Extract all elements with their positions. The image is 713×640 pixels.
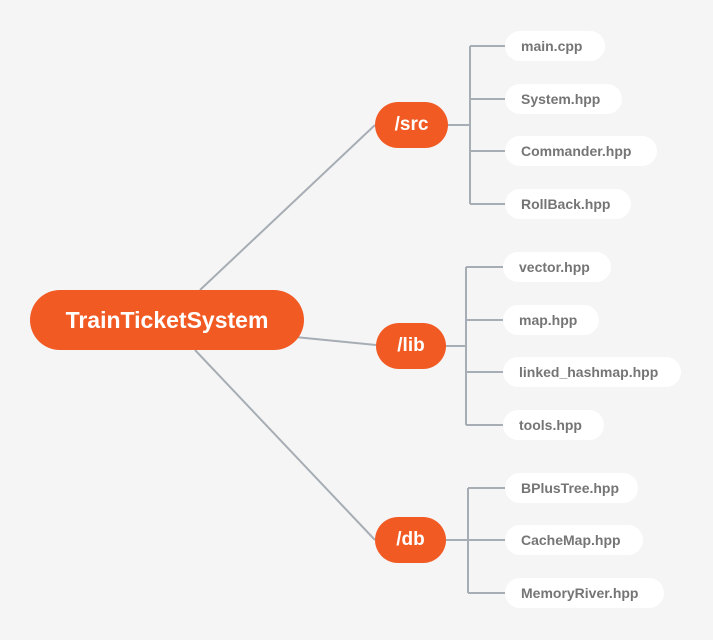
folder-node-db[interactable]: /db	[375, 517, 446, 563]
file-node-cachemap-hpp[interactable]: CacheMap.hpp	[505, 525, 643, 555]
file-node-vector-hpp[interactable]: vector.hpp	[503, 252, 611, 282]
file-node-map-hpp[interactable]: map.hpp	[503, 305, 599, 335]
file-node-memoryriver-hpp[interactable]: MemoryRiver.hpp	[505, 578, 664, 608]
bracket-db	[446, 487, 505, 594]
root-node[interactable]: TrainTicketSystem	[30, 290, 304, 350]
bracket-src	[448, 45, 505, 205]
file-node-tools-hpp[interactable]: tools.hpp	[503, 410, 604, 440]
edge-root-db	[194, 349, 376, 541]
file-node-commander-hpp[interactable]: Commander.hpp	[505, 136, 657, 166]
bracket-lib	[446, 266, 503, 426]
edge-root-lib	[294, 336, 377, 346]
file-node-linked-hashmap-hpp[interactable]: linked_hashmap.hpp	[503, 357, 681, 387]
folder-node-src[interactable]: /src	[375, 102, 448, 148]
file-node-system-hpp[interactable]: System.hpp	[505, 84, 622, 114]
folder-node-lib[interactable]: /lib	[376, 323, 446, 369]
file-node-bplustree-hpp[interactable]: BPlusTree.hpp	[505, 473, 638, 503]
file-node-rollback-hpp[interactable]: RollBack.hpp	[505, 189, 631, 219]
file-node-main-cpp[interactable]: main.cpp	[505, 31, 605, 61]
edge-root-src	[199, 124, 376, 291]
